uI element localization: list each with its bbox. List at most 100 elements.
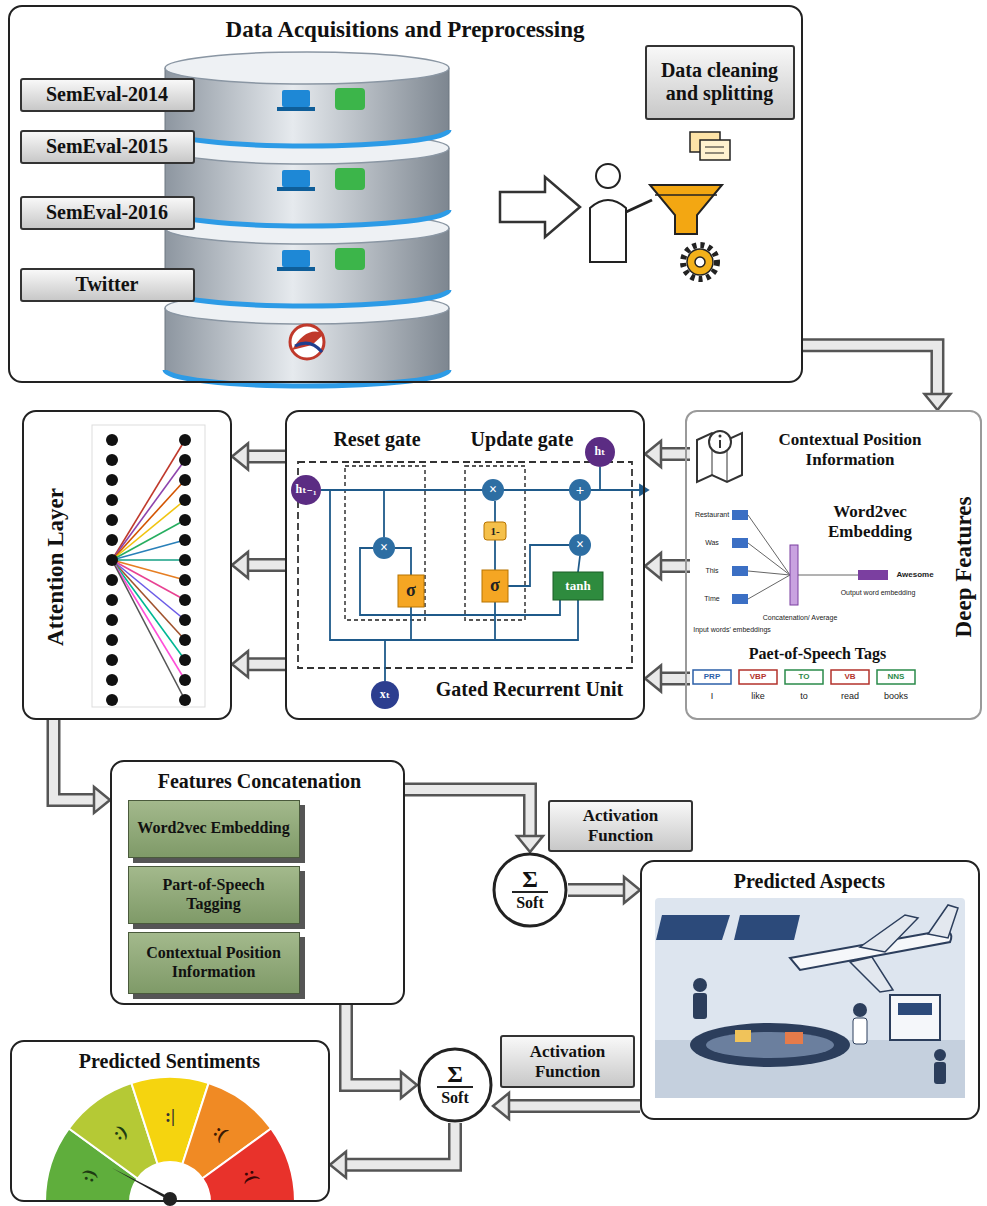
box-title: Features Concatenation (122, 770, 397, 793)
gru-gates (291, 437, 615, 709)
feature-item: Contextual Position Information (690, 418, 945, 490)
pos-tag-boxes (693, 670, 915, 684)
box-title: Activation Function (508, 1042, 627, 1081)
attention-illustration (106, 434, 191, 706)
diagram-label: :| (165, 1107, 175, 1127)
callout-box: Activation Function (500, 1035, 635, 1088)
database-illustration (165, 52, 449, 386)
diagram-label: NNS (888, 673, 905, 682)
flow-arrow (54, 720, 111, 813)
flow-arrow (493, 1093, 640, 1119)
gru-panel: Reset gate Update gateGated Recurrent Uni… (285, 410, 645, 720)
flow-arrow (645, 666, 690, 692)
diagram-label: This (705, 567, 718, 575)
diagram-label: Awesome (896, 571, 933, 580)
flow-arrow (645, 441, 690, 467)
box-title: SemEval-2014 (46, 83, 168, 106)
box-title: Activation Function (556, 806, 685, 845)
dataset-label: SemEval-2016 (20, 196, 195, 230)
diagram-label: Output word embedding (841, 589, 916, 597)
box-title: Σ (437, 1062, 473, 1088)
callout-box: Activation Function (548, 800, 693, 852)
process-box: Data cleaning and splitting (645, 45, 795, 120)
flow-arrow (645, 553, 690, 579)
box-title: Predicted Aspects (642, 870, 977, 893)
gru-illustration (298, 462, 648, 681)
feature-slab: Part-of-Speech Tagging (128, 866, 300, 924)
box-title: Deep Features (951, 437, 977, 697)
diagram-label: Concatenation/ Average (763, 614, 838, 622)
flow-arrow (500, 177, 580, 237)
map-icon (697, 431, 742, 482)
box-text: Gated Recurrent Unit (422, 678, 637, 701)
diagram-label: Input words' embeddings (693, 626, 771, 634)
box-title: Σ (512, 867, 548, 893)
box-text: Soft (441, 1088, 469, 1107)
diagram-label: 1- (490, 525, 499, 537)
diagram-label: Was (705, 539, 719, 547)
diagram-label: like (751, 692, 765, 702)
flow-arrow (232, 651, 285, 677)
diagram-label: VB (844, 673, 855, 682)
diagram-label: :) (109, 1121, 130, 1144)
diagram-label: :) (78, 1167, 101, 1185)
flow-arrow (803, 345, 950, 410)
diagram-label: books (884, 692, 908, 702)
dataset-label: Twitter (20, 268, 195, 302)
dataset-label: SemEval-2014 (20, 78, 195, 112)
diagram-label: × (576, 537, 584, 552)
box-title: Word2vec Embedding (137, 819, 289, 837)
flow-arrow (346, 1005, 417, 1098)
box-title: Twitter (76, 273, 139, 296)
diagram-label: :( (240, 1167, 263, 1185)
flow-arrow (405, 789, 543, 852)
box-title: Contextual Position Information (135, 944, 293, 981)
attention-illustration (92, 425, 205, 707)
box-text: Update gate (452, 428, 592, 451)
box-title: Predicted Sentiments (12, 1050, 327, 1073)
feature-item: Paet-of-Speech Tags (690, 645, 945, 712)
flow-arrow (568, 877, 640, 903)
diagram-label: VBP (750, 673, 766, 682)
box-title: Data Acquisitions and Preprocessing (10, 17, 800, 43)
diagram-label: hₜ (594, 445, 605, 458)
box-title: Paet-of-Speech Tags (690, 645, 945, 663)
box-title: SemEval-2015 (46, 135, 168, 158)
box-title: Word2vec Embedding (800, 502, 940, 541)
diagram-label: + (576, 482, 585, 499)
section-panel: Data Acquisitions and PreprocessingSemEv… (8, 5, 803, 383)
output-panel: Predicted Aspects (640, 860, 980, 1120)
box-title: Part-of-Speech Tagging (135, 876, 293, 913)
diagram-label: I (711, 692, 714, 702)
concat-panel: Features ConcatenationWord2vec Embedding… (110, 760, 405, 1005)
diagram-label: xₜ (380, 688, 390, 701)
diagram-label: σ (406, 581, 416, 601)
cleaning-illustration (590, 132, 730, 279)
box-title: Reset gate (312, 428, 442, 451)
airport-illustration (655, 898, 965, 1098)
box-text: Soft (516, 893, 544, 912)
features-panel: Deep Features Contextual Position Informa… (685, 410, 982, 720)
diagram-label: × (380, 540, 388, 555)
box-title: Attention Layer (43, 457, 69, 677)
diagram-label: × (489, 482, 497, 497)
sentiment-gauge (45, 1077, 295, 1206)
box-title: SemEval-2016 (46, 201, 168, 224)
diagram-label: to (800, 692, 808, 702)
box-title: Contextual Position Information (760, 430, 940, 469)
flow-arrow (232, 552, 285, 578)
dataset-label: SemEval-2015 (20, 130, 195, 164)
flow-arrow (232, 444, 285, 470)
softmax-circle: ΣSoft (417, 1047, 493, 1123)
box-title: Data cleaning and splitting (653, 59, 787, 105)
diagram-label: read (841, 692, 859, 702)
diagram-label: tanh (565, 579, 590, 593)
diagram-label: TO (799, 673, 810, 682)
flow-arrow (330, 1123, 455, 1178)
softmax-circle: ΣSoft (492, 852, 568, 928)
diagram-label: hₜ₋₁ (295, 483, 316, 496)
diagram-label: PRP (704, 673, 720, 682)
diagram-label: Restaurant (695, 511, 729, 519)
